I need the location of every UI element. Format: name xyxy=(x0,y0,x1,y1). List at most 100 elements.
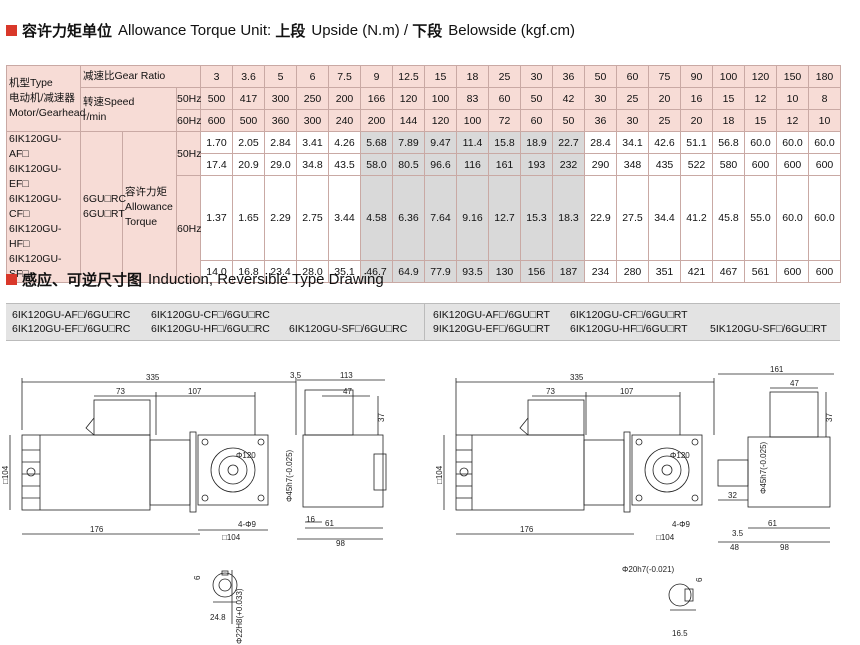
torque-cell: 45.8 xyxy=(712,175,746,261)
flange-front xyxy=(197,434,269,506)
dim-161: 161 xyxy=(770,365,784,374)
title-cn: 容许力矩单位 xyxy=(22,23,113,40)
torque-cell: 29.0 xyxy=(264,153,298,176)
title-en: Induction, Reversible Type Drawing xyxy=(148,271,384,288)
dim-48: 48 xyxy=(730,543,739,552)
dim-37: 37 xyxy=(825,413,834,422)
torque-cell: 421 xyxy=(680,260,714,283)
torque-cell: 2.84 xyxy=(264,131,298,154)
torque-cell: 4.26 xyxy=(328,131,362,154)
torque-cell: 2.75 xyxy=(296,175,330,261)
dim-35: 3.5 xyxy=(290,371,302,380)
belowside-cn: 下段 xyxy=(412,23,443,40)
torque-cell: 600 xyxy=(808,153,842,176)
dim-shaft: Φ45h7(-0.025) xyxy=(285,449,294,502)
torque-cell: 600 xyxy=(776,260,810,283)
torque-section-title: 容许力矩单位 Allowance Torque Unit: 上段 Upside … xyxy=(6,20,575,41)
torque-cell: 56.8 xyxy=(712,131,746,154)
torque-cell: 27.5 xyxy=(616,175,650,261)
torque-cell: 234 xyxy=(584,260,618,283)
speed-cell: 10 xyxy=(808,109,842,132)
torque-cell: 561 xyxy=(744,260,778,283)
speed-cell: 10 xyxy=(776,87,810,110)
speed-cell: 250 xyxy=(296,87,330,110)
belowside-en: Belowside (kgf.cm) xyxy=(448,22,575,39)
dim-165: 16.5 xyxy=(672,629,688,638)
torque-cell: 43.5 xyxy=(328,153,362,176)
torque-cell: 193 xyxy=(520,153,554,176)
dim-176: 176 xyxy=(90,525,104,534)
speed-cell: 100 xyxy=(456,109,490,132)
ratio-cell: 18 xyxy=(456,65,490,88)
torque-cell: 6.36 xyxy=(392,175,426,261)
dim-61: 61 xyxy=(325,519,334,528)
dim-98: 98 xyxy=(780,543,789,552)
cell-text: 6IK120GU-CF□ xyxy=(9,193,62,220)
torque-cell: 290 xyxy=(584,153,618,176)
ratio-cell: 120 xyxy=(744,65,778,88)
torque-cell: 116 xyxy=(456,153,490,176)
speed-cell: 360 xyxy=(264,109,298,132)
ratio-cell: 9 xyxy=(360,65,394,88)
torque-cell: 20.9 xyxy=(232,153,266,176)
motor-body xyxy=(455,434,585,511)
ratio-cell: 25 xyxy=(488,65,522,88)
speed-cell: 18 xyxy=(712,109,746,132)
model-item: 6IK120GU-HF□/6GU□RT xyxy=(570,323,688,335)
model-item: 5IK120GU-SF□/6GU□RT xyxy=(710,323,827,335)
ratio-cell: 15 xyxy=(424,65,458,88)
speed-cell: 25 xyxy=(648,109,682,132)
ratio-cell: 180 xyxy=(808,65,842,88)
model-item: 6IK120GU-AF□/6GU□RC xyxy=(12,309,131,321)
cell-text: 6GU□RC xyxy=(83,193,127,205)
speed-cell: 20 xyxy=(648,87,682,110)
ratio-cell: 3.6 xyxy=(232,65,266,88)
speed-cell: 50 xyxy=(520,87,554,110)
dim-35: 3.5 xyxy=(732,529,744,538)
torque-cell: 60.0 xyxy=(808,175,842,261)
torque-cell: 55.0 xyxy=(744,175,778,261)
dim-shaft20: Φ20h7(-0.021) xyxy=(622,565,675,574)
torque-cell: 93.5 xyxy=(456,260,490,283)
torque-cell: 4.58 xyxy=(360,175,394,261)
torque-cell: 600 xyxy=(808,260,842,283)
dim-phi120: Φ120 xyxy=(236,451,256,460)
dim-shaft: Φ45h7(-0.025) xyxy=(759,441,768,494)
torque-cell: 60.0 xyxy=(776,131,810,154)
motor-body xyxy=(21,434,151,511)
hz-label: 60Hz xyxy=(175,109,202,132)
torque-cell: 15.8 xyxy=(488,131,522,154)
dim-phi120: Φ120 xyxy=(670,451,690,460)
speed-cell: 16 xyxy=(680,87,714,110)
speed-cell: 83 xyxy=(456,87,490,110)
upside-en: Upside (N.m) / xyxy=(311,22,409,39)
torque-cell: 51.1 xyxy=(680,131,714,154)
section-marker xyxy=(6,274,17,285)
dimension-drawings: 335 73 107 Φ120 4-Φ9 □104 176 □104 3.5 xyxy=(1,365,834,644)
torque-cell: 60.0 xyxy=(776,175,810,261)
cell-text: 容许力矩 xyxy=(125,185,167,198)
torque-cell: 9.47 xyxy=(424,131,458,154)
torque-cell: 28.4 xyxy=(584,131,618,154)
torque-cell: 80.5 xyxy=(392,153,426,176)
speed-cell: 500 xyxy=(232,109,266,132)
model-item: 6IK120GU-HF□/6GU□RC xyxy=(151,323,270,335)
torque-cell: 18.3 xyxy=(552,175,586,261)
speed-cell: 200 xyxy=(360,109,394,132)
cell-text: 6IK120GU-HF□ xyxy=(9,223,62,250)
dim-107: 107 xyxy=(620,387,634,396)
drawing-section-title: 感应、可逆尺寸图 Induction, Reversible Type Draw… xyxy=(6,269,384,290)
speed-cell: 20 xyxy=(680,109,714,132)
torque-cell: 156 xyxy=(520,260,554,283)
model-item: 6IK120GU-CF□/6GU□RT xyxy=(570,309,688,321)
ratio-cell: 12.5 xyxy=(392,65,426,88)
ratio-cell: 75 xyxy=(648,65,682,88)
models-left: 6IK120GU-AF□/6GU□RC 6IK120GU-CF□/6GU□RC … xyxy=(6,304,424,340)
dim-holes: 4-Φ9 xyxy=(672,520,690,529)
torque-cell: 60.0 xyxy=(744,131,778,154)
terminal-box xyxy=(93,399,151,436)
speed-cell: 42 xyxy=(552,87,586,110)
